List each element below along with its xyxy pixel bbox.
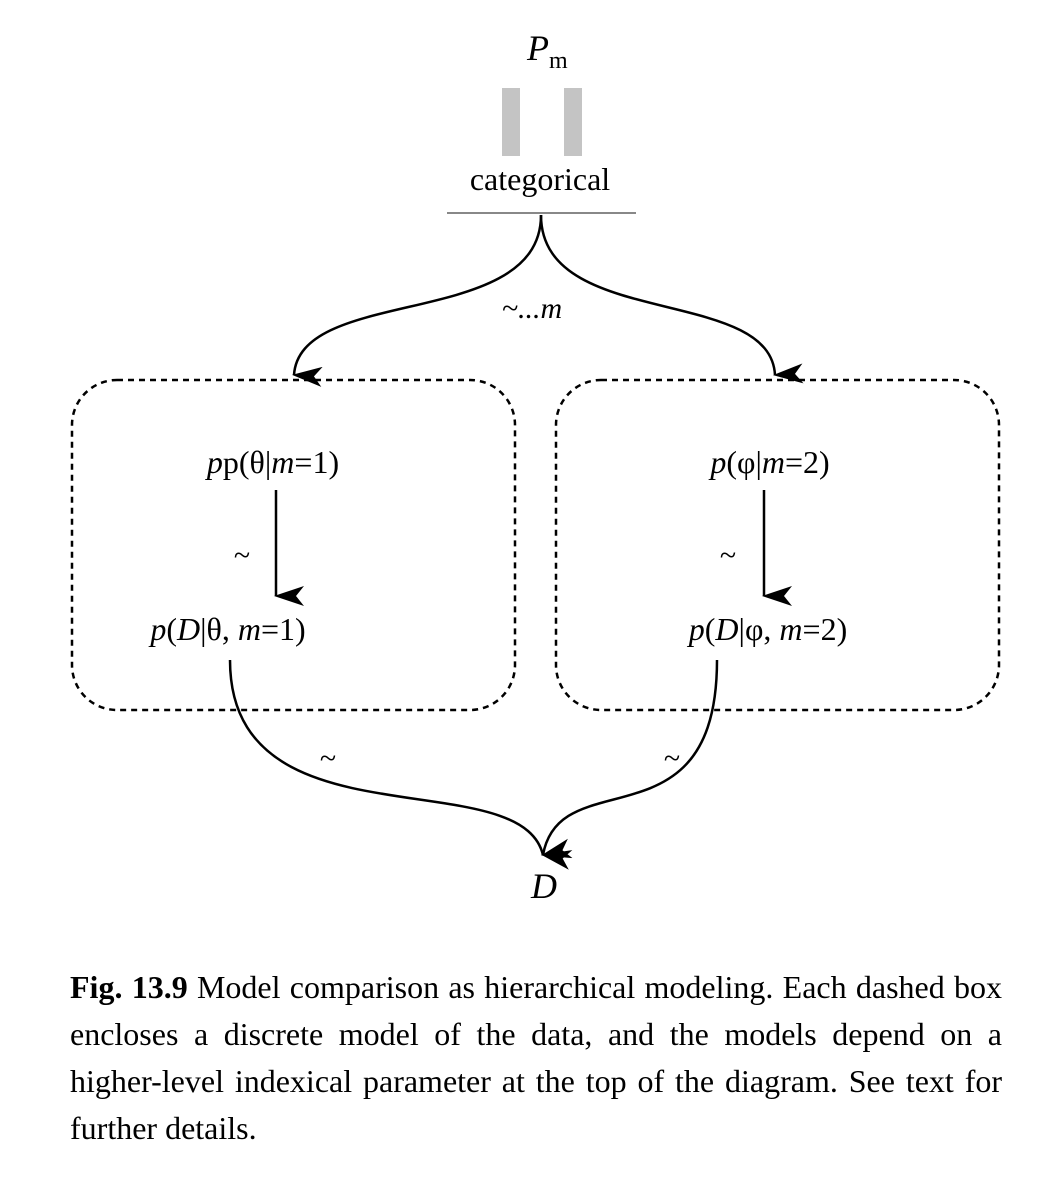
model-1-data-relation: ~ — [320, 742, 336, 775]
model-box-2 — [554, 378, 1001, 712]
top-node-subscript: m — [549, 48, 568, 74]
distribution-label: categorical — [470, 161, 610, 197]
model-1-likelihood: p(D|θ, m=1) — [148, 611, 305, 647]
data-arrow-right — [541, 659, 719, 870]
model-2-data-relation: ~ — [664, 742, 680, 775]
model-1-relation: ~ — [234, 539, 250, 572]
hierarchical-model-diagram: Pm categorical ~...m pp(θ|m=1) ~ p(D|θ, … — [70, 28, 1001, 906]
data-node-label: D — [530, 866, 557, 906]
model-2-likelihood: p(D|φ, m=2) — [687, 611, 847, 647]
top-node-symbol: P — [526, 28, 549, 68]
data-arrow-left — [228, 659, 573, 859]
top-node-label: Pm — [526, 28, 568, 74]
model-1-prior: pp(θ|m=1) — [205, 444, 339, 480]
top-relation-label: ~...m — [502, 292, 562, 325]
model-2-prior: p(φ|m=2) — [708, 444, 829, 480]
branch-arrow-right — [539, 214, 804, 384]
figure-number: Fig. 13.9 — [70, 969, 188, 1005]
categorical-bar-2 — [564, 88, 582, 156]
categorical-bar-1 — [502, 88, 520, 156]
model-2-relation: ~ — [720, 539, 736, 572]
model-box-1 — [70, 378, 517, 712]
branch-arrow-left — [292, 214, 543, 387]
figure-caption: Fig. 13.9 Model comparison as hierarchic… — [70, 964, 1002, 1152]
caption-text: Model comparison as hierarchical modelin… — [70, 969, 1003, 1146]
